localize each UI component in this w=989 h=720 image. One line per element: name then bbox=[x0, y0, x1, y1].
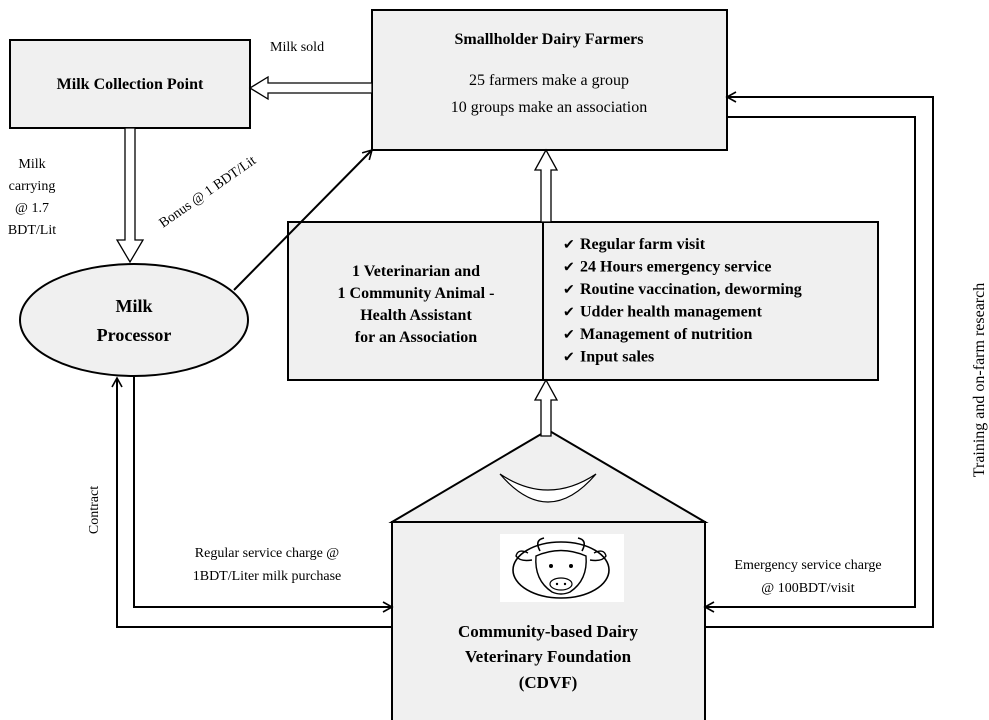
bonus-label: Bonus @ 1 BDT/Lit bbox=[157, 153, 259, 231]
cdvf-node: Community-based Dairy Veterinary Foundat… bbox=[388, 428, 709, 720]
crescent-icon bbox=[499, 473, 597, 503]
milk-sold-label: Milk sold bbox=[270, 40, 324, 55]
processor-line2: Processor bbox=[97, 325, 172, 345]
milk-carrying-line3: @ 1.7 bbox=[15, 201, 49, 216]
regular-charge-line2: 1BDT/Liter milk purchase bbox=[193, 569, 342, 584]
check-icon: ✔ bbox=[563, 261, 575, 276]
farmers-title: Smallholder Dairy Farmers bbox=[454, 31, 643, 48]
vet-team-line2: 1 Community Animal - bbox=[338, 285, 495, 302]
check-icon: ✔ bbox=[563, 306, 575, 321]
check-icon: ✔ bbox=[563, 238, 575, 253]
service-item: Input sales bbox=[580, 349, 654, 366]
service-item: Routine vaccination, deworming bbox=[580, 281, 802, 298]
vet-services-node: 1 Veterinarian and 1 Community Animal - … bbox=[287, 221, 879, 381]
vet-to-farmers-arrow bbox=[533, 148, 559, 223]
cdvf-to-vet-arrow bbox=[533, 378, 559, 437]
training-arrow bbox=[705, 91, 934, 628]
milk-collection-point-label: Milk Collection Point bbox=[57, 76, 204, 93]
milk-sold-arrow bbox=[248, 75, 373, 101]
contract-label: Contract bbox=[87, 486, 102, 534]
check-icon: ✔ bbox=[563, 283, 575, 298]
milk-carrying-line1: Milk bbox=[18, 157, 45, 172]
farmers-line2: 10 groups make an association bbox=[451, 99, 647, 116]
check-icon: ✔ bbox=[563, 351, 575, 366]
contract-arrow bbox=[111, 376, 392, 628]
cdvf-line1: Community-based Dairy bbox=[458, 622, 638, 641]
regular-charge-line1: Regular service charge @ bbox=[195, 546, 340, 561]
vet-team-line4: for an Association bbox=[355, 329, 477, 346]
vet-team-line3: Health Assistant bbox=[360, 307, 472, 324]
cow-head-icon bbox=[500, 534, 624, 602]
vet-team-line1: 1 Veterinarian and bbox=[352, 263, 480, 280]
milk-processor-node: Milk Processor bbox=[19, 263, 249, 377]
service-list: ✔ Regular farm visit ✔ 24 Hours emergency s… bbox=[563, 236, 802, 366]
milk-carrying-line4: BDT/Lit bbox=[8, 223, 56, 238]
milk-carrying-arrow bbox=[115, 127, 145, 264]
smallholder-farmers-node: Smallholder Dairy Farmers 25 farmers mak… bbox=[371, 9, 728, 151]
milk-collection-point-node: Milk Collection Point bbox=[9, 39, 251, 129]
regular-charge-arrow bbox=[133, 376, 394, 613]
processor-line1: Milk bbox=[115, 296, 152, 316]
milk-carrying-line2: carrying bbox=[9, 179, 56, 194]
bonus-arrow bbox=[233, 148, 374, 291]
farmers-line1: 25 farmers make a group bbox=[469, 72, 629, 89]
service-item: 24 Hours emergency service bbox=[580, 259, 771, 276]
service-item: Udder health management bbox=[580, 304, 763, 321]
service-item: Management of nutrition bbox=[580, 326, 753, 343]
emergency-charge-line1: Emergency service charge bbox=[734, 558, 881, 573]
training-label: Training and on-farm research bbox=[971, 283, 988, 477]
emergency-charge-line2: @ 100BDT/visit bbox=[761, 581, 855, 596]
emergency-charge-arrow bbox=[703, 116, 916, 613]
cdvf-line2: Veterinary Foundation bbox=[465, 647, 632, 666]
check-icon: ✔ bbox=[563, 328, 575, 343]
cdvf-line3: (CDVF) bbox=[519, 673, 578, 692]
service-item: Regular farm visit bbox=[580, 236, 706, 253]
